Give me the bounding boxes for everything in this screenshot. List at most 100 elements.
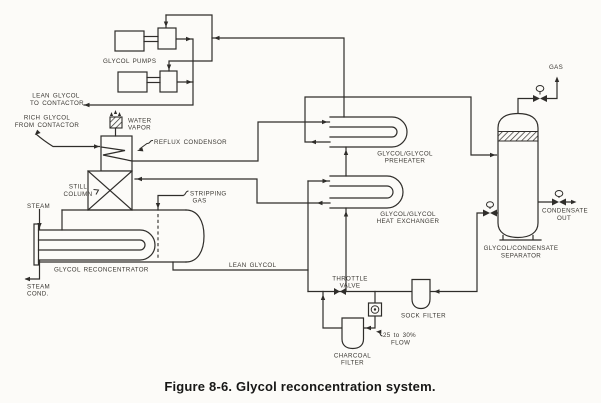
piping: [25, 14, 574, 329]
charcoal-return-pipe: [322, 290, 343, 329]
glycol-reconcentrator: [33, 209, 205, 266]
reflux-leader-arrow-icon: [137, 147, 144, 152]
pump-suction-from-preheater: [211, 37, 345, 118]
steam-cond-label: COND.: [27, 291, 49, 298]
condensate-valve-icon: [552, 198, 559, 206]
glycol-outlet-valve-icon: [483, 209, 490, 217]
still-column-label: COLUMN: [64, 191, 93, 198]
flow-arrow-icon: [376, 329, 382, 334]
flow-arrows: [24, 21, 577, 337]
rich-from-contactor-label: FROM CONTACTOR: [15, 122, 80, 129]
flow-arrow-icon: [320, 294, 326, 300]
packing-cross: [87, 170, 133, 211]
flow-arrow-icon: [37, 223, 42, 229]
reconcentrator-end-cap: [185, 209, 205, 263]
gas-valve-handle: [535, 85, 545, 92]
reflux-condensor-coil: [100, 146, 133, 162]
gas-valve-icon: [533, 95, 540, 102]
flow-arrow-icon: [310, 139, 316, 145]
flow-arrow-icon: [322, 119, 328, 125]
flow-arrow-icon: [166, 64, 172, 70]
condensate-valve-icon: [559, 198, 566, 206]
flow-arrow-icon: [136, 176, 142, 182]
stripping-gas-label: GAS: [193, 198, 207, 205]
glycol-glycol-preheater: [329, 116, 408, 148]
fire-tube-flange: [33, 223, 40, 266]
valves: [334, 85, 566, 295]
gas-line: [517, 79, 558, 115]
exchanger-to-still-pipe: [134, 178, 331, 204]
filters: [341, 278, 431, 350]
vapor-arrow-icon: [113, 110, 118, 114]
still-column-label: STILL: [69, 184, 87, 191]
charcoal-filter-label: CHARCOAL: [334, 353, 371, 360]
flow-arrow-icon: [163, 21, 169, 27]
pump2-body: [159, 70, 178, 93]
reflux-leader: [139, 139, 154, 150]
pump2-motor: [117, 71, 148, 93]
flow-arrow-icon: [186, 79, 192, 85]
separator-label: GLYCOL/CONDENSATE: [484, 245, 559, 252]
glycol-pumps: [114, 27, 178, 93]
steam-cond-label: STEAM: [27, 284, 50, 291]
glycol-outlet-valve-handle: [486, 201, 494, 208]
flow-arrow-icon: [94, 144, 100, 149]
flow-arrow-icon: [434, 289, 440, 294]
rich-glycol-inlet-pipe: [35, 133, 101, 148]
flow-arrow-icon: [155, 203, 161, 209]
fire-tube-outer: [37, 229, 156, 261]
pump1-motor: [114, 30, 145, 52]
flow-arrow-icon: [214, 35, 220, 41]
lean-to-contactor-pipe: [83, 38, 194, 106]
lean-glycol-line-label: LEAN GLYCOL: [229, 262, 277, 269]
lean-to-contactor-label: LEAN GLYCOL: [32, 93, 80, 100]
charcoal-filter-vessel: [341, 317, 365, 350]
flow-note-label: 25 to 30%: [383, 332, 416, 339]
rich-from-contactor-label: RICH GLYCOL: [24, 115, 71, 122]
water-vapor-label: VAPOR: [128, 125, 151, 132]
flow-arrow-icon: [343, 211, 349, 217]
water-vapor-vent: [109, 116, 123, 129]
flow-arrow-icon: [84, 102, 90, 108]
glycol-pumps-label: GLYCOL PUMPS: [103, 58, 156, 65]
reflux-condensor-shell: [100, 135, 133, 172]
vapor-arrow-icon: [117, 112, 122, 116]
flow-arrow-icon: [490, 152, 496, 158]
glycol-outlet-valve-icon: [490, 209, 497, 217]
reflux-condensor-label: REFLUX CONDENSOR: [154, 139, 227, 146]
lean-to-contactor-label: TO CONTACTOR: [30, 100, 84, 107]
preheater-tube-inner: [329, 126, 398, 138]
fire-tube-inner: [37, 239, 146, 251]
charcoal-filter-label: FILTER: [341, 360, 364, 367]
exchanger-tube-outer: [329, 175, 404, 209]
steam-label: STEAM: [27, 203, 50, 210]
slipstream-valve-disc: [370, 305, 380, 314]
preheater-to-separator-pipe: [304, 96, 498, 156]
water-vapor-label: WATER: [128, 118, 152, 125]
condensor-to-preheater-pipe: [131, 121, 331, 162]
gas-valve-icon: [540, 95, 547, 102]
vapor-arrow-icon: [109, 112, 114, 116]
exchanger-tube-inner: [329, 185, 394, 199]
gas-label: GAS: [549, 64, 563, 71]
preheater-label: PREHEATER: [385, 158, 426, 165]
throttle-valve-label: VALVE: [340, 283, 361, 290]
glycol-condensate-separator: [497, 112, 542, 241]
separator-shell: [497, 112, 539, 239]
throttle-valve-label: THROTTLE: [332, 276, 367, 283]
flow-arrow-icon: [186, 36, 192, 42]
flow-arrow-icon: [322, 178, 328, 184]
slipstream-valve-stem: [373, 308, 377, 311]
separator-label: SEPARATOR: [501, 253, 541, 260]
flow-arrow-icon: [317, 200, 323, 206]
stripping-gas-pipe: [157, 194, 184, 211]
sock-filter-vessel: [411, 278, 431, 310]
still-column-leader: [93, 189, 100, 195]
flow-arrow-icon: [34, 129, 41, 135]
flow-arrow-icon: [554, 76, 560, 82]
labels: GLYCOL PUMPS LEAN GLYCOL TO CONTACTOR RI…: [15, 58, 588, 367]
flow-note-label: FLOW: [391, 340, 410, 347]
mist-eliminator: [497, 131, 539, 142]
